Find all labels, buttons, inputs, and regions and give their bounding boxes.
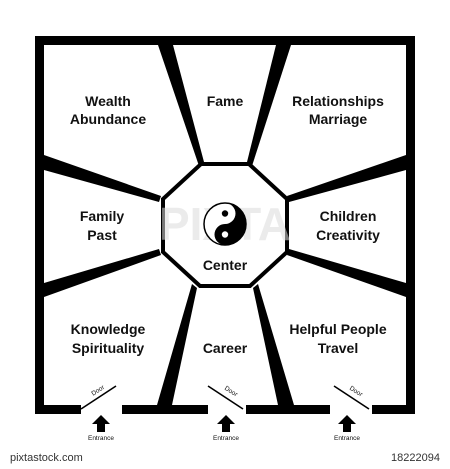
wall-bottom-3 <box>246 405 330 414</box>
door-leaf-3 <box>333 385 370 410</box>
spoke-top-right <box>247 45 291 166</box>
zone-label-abundance: Abundance <box>70 111 146 127</box>
spoke-bottom-right <box>253 284 294 405</box>
bagua-diagram: PIXTA Wealth Abundance Fame Relationship… <box>35 36 415 442</box>
zone-label-fame: Fame <box>207 93 244 109</box>
yin-yang-icon <box>203 202 247 246</box>
zone-label-center: Center <box>203 257 248 273</box>
door-1: Door Entrance <box>80 384 117 442</box>
wall-bottom-2 <box>122 405 208 414</box>
divider-spokes <box>44 45 406 405</box>
zone-label-relationships: Relationships <box>292 93 384 109</box>
stock-footer: pixtastock.com 18222094 <box>0 446 450 469</box>
door-leaf-1 <box>80 385 117 410</box>
zone-label-helpful-people: Helpful People <box>289 321 386 337</box>
zone-label-wealth: Wealth <box>85 93 131 109</box>
zone-label-family: Family <box>80 208 125 224</box>
outer-walls <box>35 36 415 414</box>
entrance-label-1: Entrance <box>88 435 114 442</box>
wall-left <box>35 36 44 414</box>
zone-label-children: Children <box>320 208 377 224</box>
door-3: Door Entrance <box>333 385 370 442</box>
door-label-1: Door <box>90 384 106 398</box>
zone-label-travel: Travel <box>318 340 358 356</box>
wall-bottom-4 <box>372 405 415 414</box>
door-2: Door Entrance <box>207 385 244 442</box>
arrow-up-icon <box>338 415 356 432</box>
spoke-top-left <box>158 45 204 166</box>
zone-label-career: Career <box>203 340 248 356</box>
zone-label-creativity: Creativity <box>316 227 380 243</box>
entrance-label-2: Entrance <box>213 435 239 442</box>
zone-label-knowledge: Knowledge <box>71 321 146 337</box>
wall-right <box>406 36 415 414</box>
zone-label-spirituality: Spirituality <box>72 340 145 356</box>
wall-bottom-1 <box>35 405 81 414</box>
door-leaf-2 <box>207 385 244 410</box>
wall-top <box>35 36 415 45</box>
footer-image-number: 18222094 <box>391 451 440 464</box>
zone-label-past: Past <box>87 227 117 243</box>
spoke-bottom-left <box>157 284 197 405</box>
entrance-label-3: Entrance <box>334 435 360 442</box>
footer-site: pixtastock.com <box>10 451 83 464</box>
spoke-right-upper <box>287 155 406 202</box>
spoke-right-lower <box>287 249 406 297</box>
arrow-up-icon <box>92 415 110 432</box>
spoke-left-lower <box>44 249 161 297</box>
zone-label-marriage: Marriage <box>309 111 368 127</box>
spoke-left-upper <box>44 155 161 202</box>
arrow-up-icon <box>217 415 235 432</box>
